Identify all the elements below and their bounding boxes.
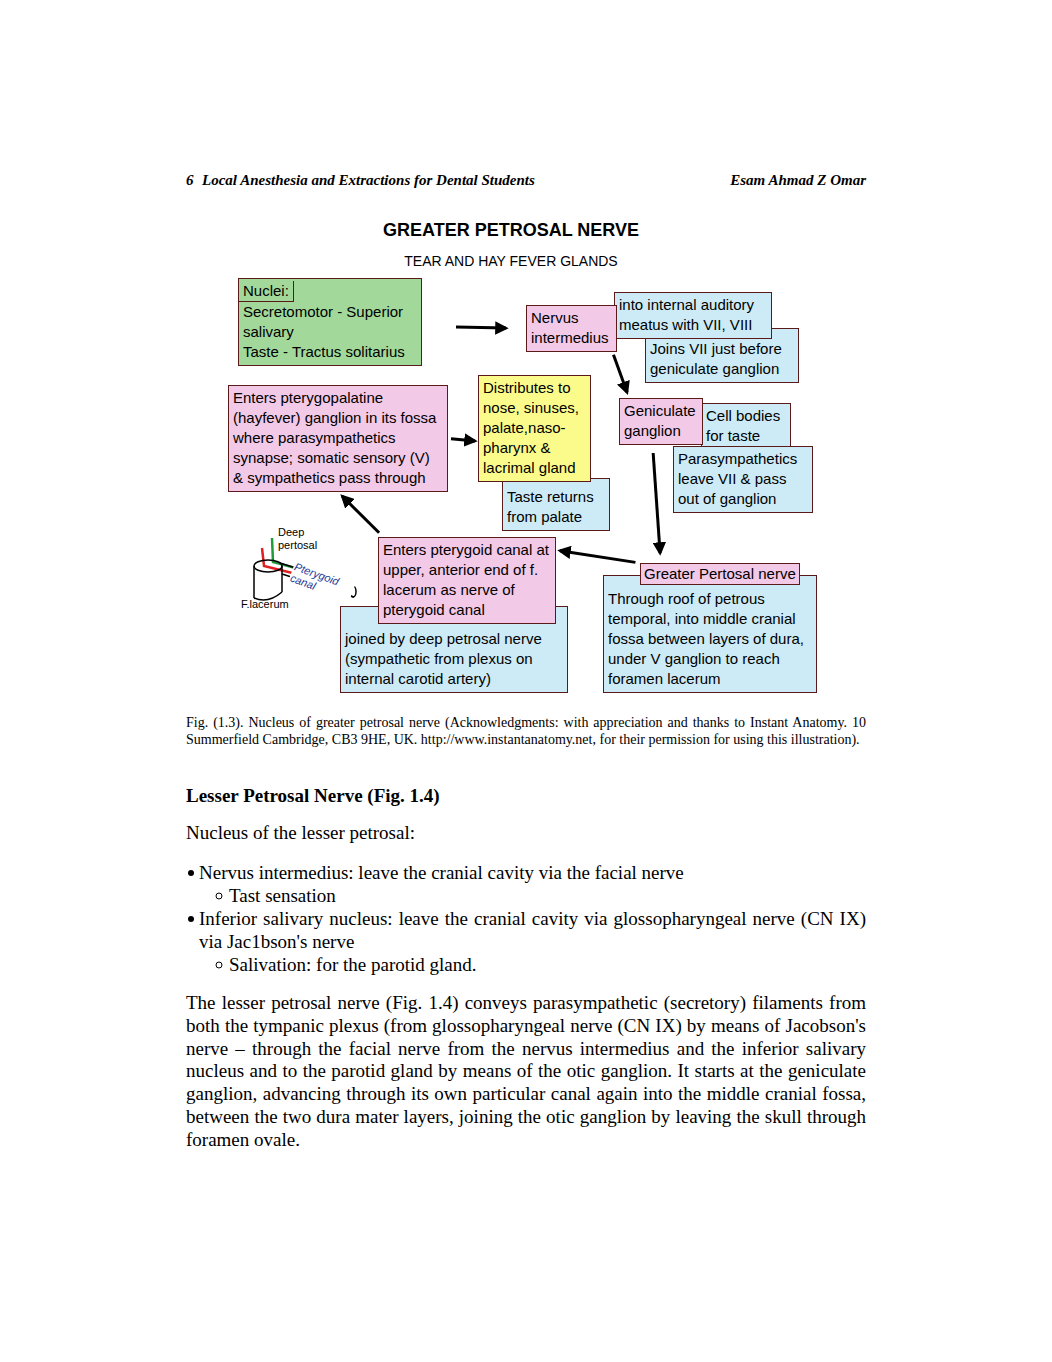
- part-label: Pterygoid canal: [288, 560, 356, 604]
- process-box: Nervus intermedius: [526, 305, 617, 352]
- diagram-title: GREATER PETROSAL NERVE: [311, 219, 711, 241]
- box-text: Enters pterygopalatine (hayfever) gangli…: [233, 388, 443, 488]
- figure-caption: Fig. (1.3). Nucleus of greater petrosal …: [186, 714, 866, 748]
- box-heading: Greater Pertosal nerve: [640, 563, 800, 585]
- box-text: Secretomotor - Superior salivary: [243, 302, 417, 342]
- bullet-text: Nervus intermedius: leave the cranial ca…: [199, 861, 866, 884]
- box-body: Through roof of petrous temporal, into m…: [603, 575, 817, 693]
- body-paragraph: The lesser petrosal nerve (Fig. 1.4) con…: [186, 992, 866, 1152]
- box-text: Cell bodies for taste: [706, 406, 786, 446]
- bullet-text: Salivation: for the parotid gland.: [229, 953, 866, 976]
- box-text: joined by deep petrosal nerve (sympathet…: [345, 629, 563, 689]
- flow-arrow: [653, 453, 660, 553]
- box-text: Parasympathetics leave VII & pass out of…: [678, 449, 808, 509]
- process-box: into internal auditory meatus with VII, …: [614, 292, 772, 339]
- flow-arrow: [342, 496, 379, 533]
- box-text: Enters pterygoid canal at upper, anterio…: [383, 540, 551, 620]
- section-heading: Lesser Petrosal Nerve (Fig. 1.4): [186, 784, 866, 807]
- part-label: Deep pertosal: [278, 526, 330, 552]
- box-text: Distributes to nose, sinuses, palate,nas…: [483, 378, 586, 478]
- process-box: Cell bodies for taste: [701, 403, 791, 450]
- process-box: Parasympathetics leave VII & pass out of…: [673, 446, 813, 513]
- bullet-text: Tast sensation: [229, 884, 866, 907]
- author-name: Esam Ahmad Z Omar: [666, 171, 866, 189]
- process-box: Nuclei:Secretomotor - Superior salivaryT…: [238, 278, 422, 366]
- flow-arrow: [456, 327, 506, 328]
- box-text: Geniculate ganglion: [624, 401, 698, 441]
- box-text: Nervus intermedius: [531, 308, 612, 348]
- box-text: Taste - Tractus solitarius: [243, 342, 417, 362]
- box-text: Joins VII just before geniculate ganglio…: [650, 339, 794, 379]
- process-box: Enters pterygopalatine (hayfever) gangli…: [228, 385, 448, 492]
- flow-arrow: [560, 551, 635, 563]
- flow-arrow: [613, 355, 627, 393]
- page-number: 6: [186, 171, 200, 189]
- flow-arrow: [451, 439, 475, 441]
- process-box: Geniculate ganglion: [619, 398, 703, 445]
- diagram-subtitle: TEAR AND HAY FEVER GLANDS: [311, 253, 711, 270]
- part-label: F.lacerum: [241, 598, 311, 611]
- titled-box: Greater Pertosal nerveThrough roof of pe…: [603, 563, 817, 693]
- body-text: Nucleus of the lesser petrosal:: [186, 821, 866, 844]
- running-title: Local Anesthesia and Extractions for Den…: [202, 171, 622, 189]
- process-box: Distributes to nose, sinuses, palate,nas…: [478, 375, 591, 482]
- box-heading: Nuclei:: [239, 281, 294, 302]
- process-box: Enters pterygoid canal at upper, anterio…: [378, 537, 556, 624]
- box-text: into internal auditory meatus with VII, …: [619, 295, 767, 335]
- process-box: Taste returns from palate: [502, 478, 610, 531]
- box-text: Taste returns from palate: [507, 487, 605, 527]
- bullet-text: Inferior salivary nucleus: leave the cra…: [199, 907, 866, 953]
